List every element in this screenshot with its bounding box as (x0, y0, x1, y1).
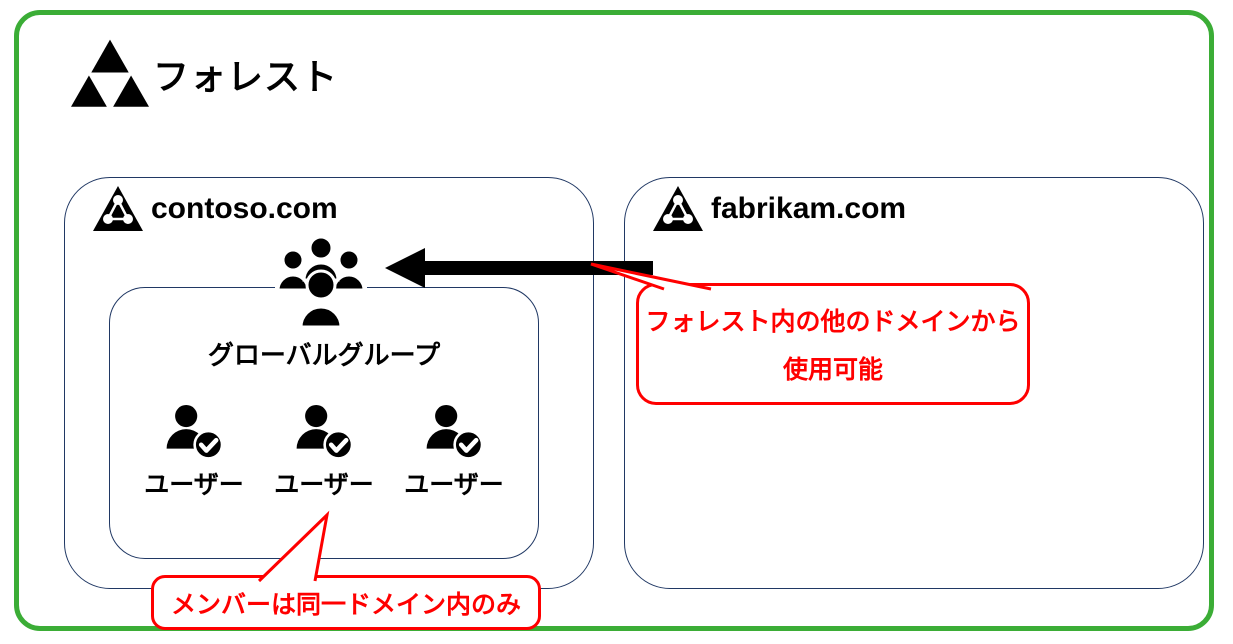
user-label: ユーザー (404, 471, 504, 499)
fabrikam-header: fabrikam.com (653, 186, 906, 231)
domain-label-fabrikam: fabrikam.com (711, 191, 907, 225)
user-label: ユーザー (274, 471, 374, 499)
forest-boundary: フォレスト contoso.com (14, 10, 1214, 631)
user-item: ユーザー (399, 403, 509, 501)
forest-icon (71, 39, 149, 107)
users-row: ユーザー ユーザー ユーザー (139, 403, 509, 501)
forest-title: フォレスト (153, 56, 339, 97)
group-label: グローバルグループ (207, 340, 441, 370)
callout-cross-domain-line1: フォレスト内の他のドメインから (645, 308, 1021, 336)
user-item: ユーザー (139, 403, 249, 501)
user-item: ユーザー (269, 403, 379, 501)
callout-members: メンバーは同一ドメイン内のみ (151, 575, 541, 630)
global-group-icon (275, 235, 367, 333)
domain-icon (653, 186, 703, 231)
user-check-icon (296, 404, 354, 460)
user-check-icon (166, 404, 224, 460)
forest-header: フォレスト (71, 39, 338, 109)
contoso-header: contoso.com (93, 186, 338, 231)
domain-label-contoso: contoso.com (151, 191, 338, 225)
domain-icon (93, 186, 143, 231)
callout-cross-domain: フォレスト内の他のドメインから 使用可能 (636, 283, 1030, 405)
domain-box-fabrikam: fabrikam.com (624, 177, 1204, 589)
arrow-left (385, 248, 653, 288)
callout-cross-domain-line2: 使用可能 (782, 356, 883, 384)
user-check-icon (426, 404, 484, 460)
callout-pointer-cross-domain (590, 262, 712, 291)
callout-pointer-members (257, 510, 330, 583)
user-label: ユーザー (144, 471, 244, 499)
